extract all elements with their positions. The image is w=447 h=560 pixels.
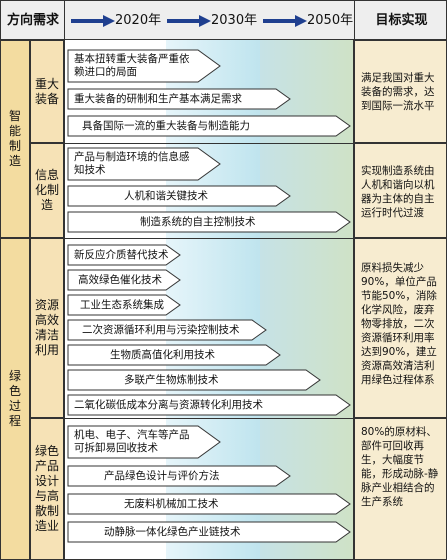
border-items-right xyxy=(353,40,354,560)
border-left xyxy=(0,40,1,560)
header-arrow-2030 xyxy=(167,15,211,27)
header-year-2030: 2030年 xyxy=(211,13,258,28)
category-label: 智能制造 xyxy=(8,109,21,168)
sub-label: 重大装备 xyxy=(34,76,59,106)
item-arrow: 重大装备的研制和生产基本满足需求 xyxy=(67,88,291,110)
target-resource-efficient-use: 原料损失减少90%，单位产品节能50%，消除化学风险，废弃物零排放，二次资源循环… xyxy=(354,238,447,418)
item-label: 基本扭转重大装备严重依赖进口的局面 xyxy=(74,53,190,78)
header-year-2050: 2050年 xyxy=(307,13,354,28)
row-divider xyxy=(0,238,447,239)
item-label: 具备国际一流的重大装备与制造能力 xyxy=(82,119,250,132)
item-label: 机电、电子、汽车等产品可拆卸易回收技术 xyxy=(74,429,190,454)
category-intelligent-manufacturing: 智能制造 xyxy=(0,40,30,238)
category-label: 绿色过程 xyxy=(8,369,21,428)
item-arrow: 二次资源循环利用与污染控制技术 xyxy=(67,319,267,341)
item-arrow: 产品绿色设计与评价方法 xyxy=(67,465,291,487)
border-items-left xyxy=(64,40,65,560)
sub-information-manufacturing: 信息化制造 xyxy=(30,143,64,238)
row-divider xyxy=(64,143,354,144)
item-label: 无废料机械加工技术 xyxy=(124,497,219,510)
item-label: 制造系统的自主控制技术 xyxy=(140,215,256,228)
item-arrow: 制造系统的自主控制技术 xyxy=(67,211,351,233)
item-arrow: 基本扭转重大装备严重依赖进口的局面 xyxy=(67,49,221,83)
item-arrow: 无废料机械加工技术 xyxy=(67,493,351,515)
item-label: 新反应介质替代技术 xyxy=(74,248,169,261)
header-arrow-2050 xyxy=(263,15,307,27)
item-label: 二次资源循环利用与污染控制技术 xyxy=(82,323,240,336)
item-arrow: 动静脉一体化绿色产业链技术 xyxy=(67,521,351,543)
item-arrow: 具备国际一流的重大装备与制造能力 xyxy=(67,115,351,137)
target-heavy-equipment: 满足我国对重大装备的需求，达到国际一流水平 xyxy=(354,40,447,143)
item-label: 重大装备的研制和生产基本满足需求 xyxy=(74,92,242,105)
item-label: 二氧化碳低成本分离与资源转化利用技术 xyxy=(74,398,263,411)
sub-label: 信息化制造 xyxy=(34,168,59,212)
row-divider xyxy=(64,418,354,419)
item-label: 工业生态系统集成 xyxy=(80,298,164,311)
sub-green-product-design: 绿色产品设计与高散制造业 xyxy=(30,418,64,560)
item-arrow: 工业生态系统集成 xyxy=(67,294,181,316)
sub-label: 绿色产品设计与高散制造业 xyxy=(34,444,59,533)
item-label: 人机和谐关键技术 xyxy=(124,189,208,202)
item-label: 产品与制造环境的信息感知技术 xyxy=(74,151,190,176)
target-green-product-design: 80%的原材料、部件可回收再生，大幅度节能，形成动脉-静脉产业相结合的生产系统 xyxy=(354,418,447,560)
item-label: 多联产生物炼制技术 xyxy=(124,373,219,386)
header-arrow-2020 xyxy=(71,15,115,27)
sub-label: 资源高效清洁利用 xyxy=(34,298,59,357)
item-label: 动静脉一体化绿色产业链技术 xyxy=(104,525,241,538)
item-arrow: 二氧化碳低成本分离与资源转化利用技术 xyxy=(67,394,351,416)
header-year-2020: 2020年 xyxy=(115,13,162,28)
item-label: 高效绿色催化技术 xyxy=(78,273,162,286)
item-arrow: 新反应介质替代技术 xyxy=(67,244,181,266)
header-target: 目标实现 xyxy=(375,13,428,28)
item-arrow: 生物质高值化利用技术 xyxy=(67,344,281,366)
item-arrow: 人机和谐关键技术 xyxy=(67,185,291,207)
sub-resource-efficient-use: 资源高效清洁利用 xyxy=(30,238,64,418)
item-arrow: 高效绿色催化技术 xyxy=(67,269,181,291)
header-divider xyxy=(354,1,355,41)
item-arrow: 机电、电子、汽车等产品可拆卸易回收技术 xyxy=(67,425,221,459)
item-arrow: 多联产生物炼制技术 xyxy=(67,369,321,391)
header-direction: 方向需求 xyxy=(6,13,59,28)
target-information-manufacturing: 实现制造系统由人机和谐向以机器为主体的自主运行时代过渡 xyxy=(354,143,447,238)
sub-heavy-equipment: 重大装备 xyxy=(30,40,64,143)
item-label: 生物质高值化利用技术 xyxy=(110,348,215,361)
item-arrow: 产品与制造环境的信息感知技术 xyxy=(67,147,221,181)
header-row: 方向需求 2020年 2030年 2050年 目标实现 xyxy=(0,0,447,41)
item-label: 产品绿色设计与评价方法 xyxy=(104,469,220,482)
header-divider xyxy=(64,1,65,41)
category-green-process: 绿色过程 xyxy=(0,238,30,560)
